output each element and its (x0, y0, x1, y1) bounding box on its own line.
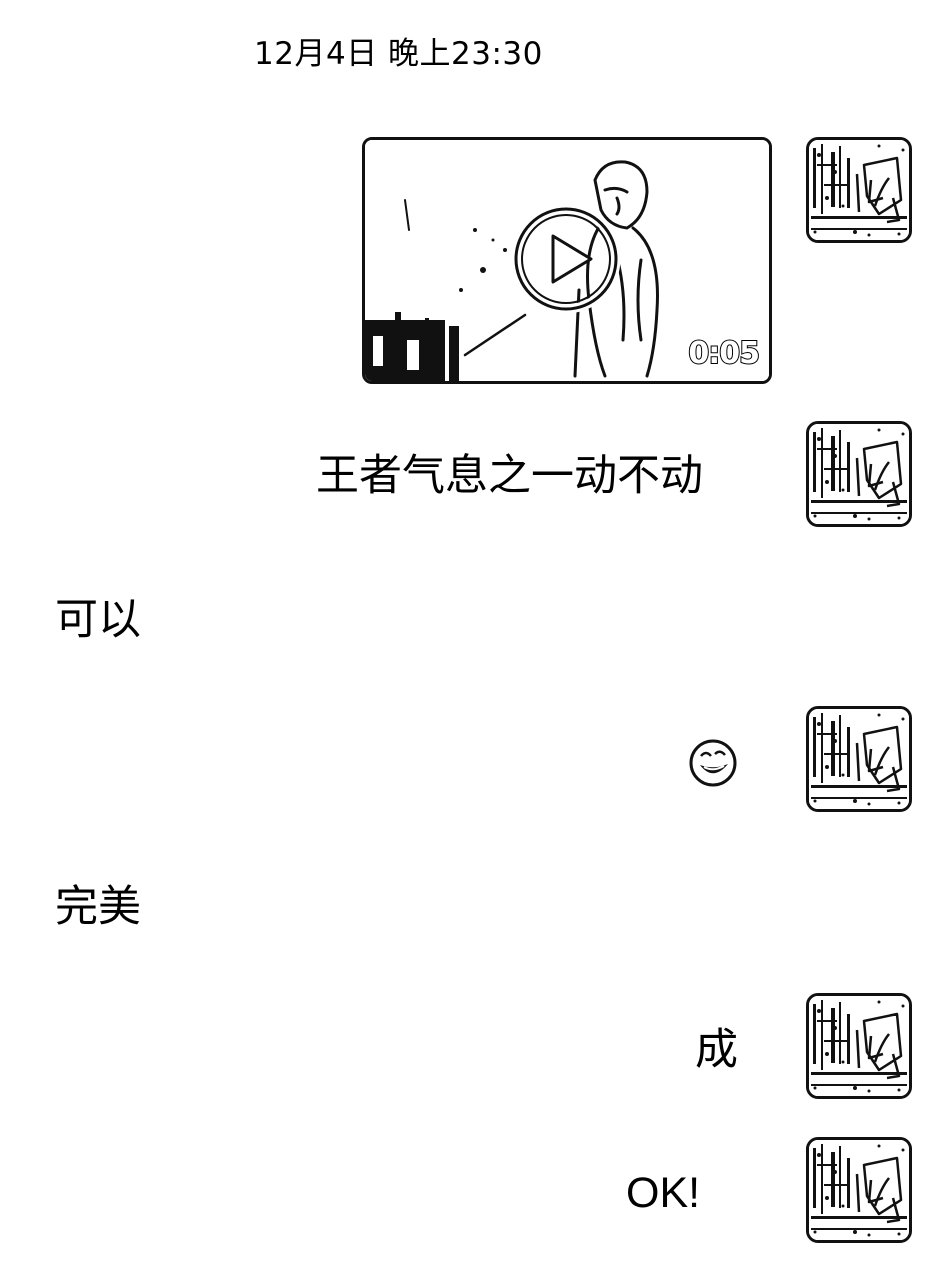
avatar[interactable] (806, 706, 912, 812)
message-text: 成 (695, 1025, 738, 1075)
avatar-image (809, 140, 909, 240)
play-icon[interactable] (511, 204, 621, 314)
message-text: 可以 (55, 595, 141, 645)
laughing-face-emoji (689, 739, 737, 787)
message-text: 王者气息之一动不动 (316, 451, 703, 501)
video-duration: 0:05 (687, 335, 761, 372)
avatar-image (809, 424, 909, 524)
avatar[interactable] (806, 1137, 912, 1243)
avatar-image (809, 1140, 909, 1240)
avatar-image (809, 709, 909, 809)
chat-timestamp: 12月4日 晚上23:30 (254, 36, 543, 72)
avatar[interactable] (806, 137, 912, 243)
message-text: OK! (626, 1169, 701, 1217)
avatar[interactable] (806, 993, 912, 1099)
avatar[interactable] (806, 421, 912, 527)
message-text: 完美 (55, 882, 141, 932)
video-message[interactable]: 0:05 (362, 137, 772, 384)
avatar-image (809, 996, 909, 1096)
video-thumbnail (365, 140, 769, 381)
